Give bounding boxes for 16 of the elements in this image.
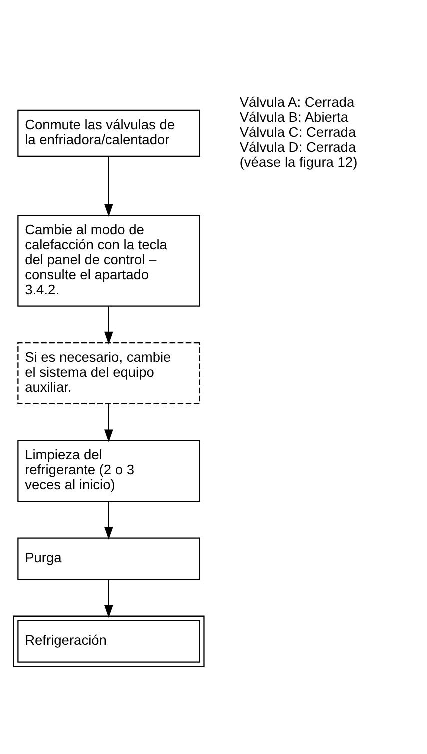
node-box: Si es necesario, cambie el sistema del equipo auxiliar.: [17, 342, 200, 404]
node-box: Cambie al modo de calefacción con la tecla del panel de control – consulte el apartado 3.4.2.: [17, 214, 200, 306]
label: Válvula A: Cerrada: [239, 94, 354, 110]
arrow: [104, 156, 113, 216]
node-box: Refrigeración: [12, 615, 204, 667]
label: Válvula B: Abierta: [239, 110, 348, 125]
node-box: Purga: [17, 537, 200, 580]
label: (véase la figura 12): [239, 154, 358, 170]
label: Válvula D: Cerrada: [239, 139, 356, 154]
node-box: Conmute las válvulas de la enfriadora/calentador: [17, 109, 200, 156]
arrow: [104, 579, 113, 618]
node-box: Limpieza del refrigerante (2 o 3 veces al inicio): [17, 440, 200, 502]
arrow: [104, 306, 113, 344]
arrow: [104, 404, 113, 442]
label: Válvula C: Cerrada: [239, 124, 356, 140]
arrow: [104, 501, 113, 540]
